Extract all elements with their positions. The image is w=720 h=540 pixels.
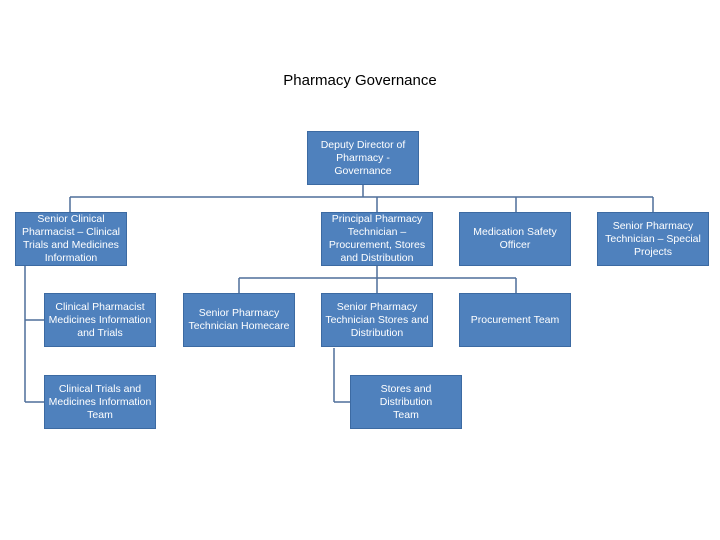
connector-stores-to-team bbox=[333, 348, 350, 403]
connector-principal-to-children bbox=[238, 266, 517, 293]
node-medication-safety-officer: Medication Safety Officer bbox=[459, 212, 571, 266]
node-clinical-pharmacist-mi: Clinical Pharmacist Medicines Informatio… bbox=[44, 293, 156, 347]
node-principal-pharmacy-technician: Principal Pharmacy Technician – Procurem… bbox=[321, 212, 433, 266]
connector-deputy-to-level1 bbox=[69, 185, 654, 212]
node-senior-clinical-pharmacist: Senior Clinical Pharmacist – Clinical Tr… bbox=[15, 212, 127, 266]
node-senior-technician-homecare: Senior Pharmacy Technician Homecare bbox=[183, 293, 295, 347]
node-senior-technician-special-projects: Senior Pharmacy Technician – Special Pro… bbox=[597, 212, 709, 266]
connector-senior-clinical-to-children bbox=[24, 266, 44, 403]
node-deputy-director: Deputy Director of Pharmacy - Governance bbox=[307, 131, 419, 185]
node-stores-distribution-team: Stores and Distribution Team bbox=[350, 375, 462, 429]
node-procurement-team: Procurement Team bbox=[459, 293, 571, 347]
node-senior-technician-stores: Senior Pharmacy Technician Stores and Di… bbox=[321, 293, 433, 347]
diagram-title: Pharmacy Governance bbox=[283, 72, 437, 89]
node-clinical-trials-team: Clinical Trials and Medicines Informatio… bbox=[44, 375, 156, 429]
